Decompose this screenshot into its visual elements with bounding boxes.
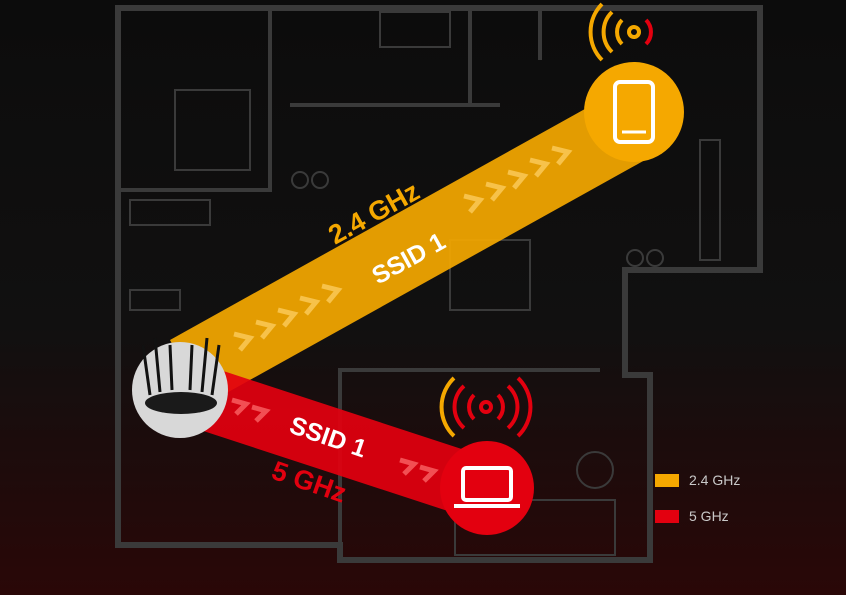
- smartphone-icon: [584, 62, 684, 162]
- wifi-signal-icon: [439, 376, 533, 438]
- legend-swatch-red: [655, 509, 679, 523]
- legend-item-5ghz: 5 GHz: [655, 508, 729, 524]
- floor-plan: [115, 5, 763, 563]
- band-5ghz: [185, 365, 480, 515]
- legend-item-2-4ghz: 2.4 GHz: [655, 472, 740, 488]
- legend-label: 5 GHz: [689, 508, 729, 524]
- legend-label: 2.4 GHz: [689, 472, 741, 488]
- laptop-icon: [440, 441, 534, 535]
- band-2-4ghz: [170, 95, 645, 405]
- legend-swatch-orange: [655, 473, 679, 487]
- wifi-signal-icon: [588, 2, 653, 62]
- router-icon: [132, 337, 228, 438]
